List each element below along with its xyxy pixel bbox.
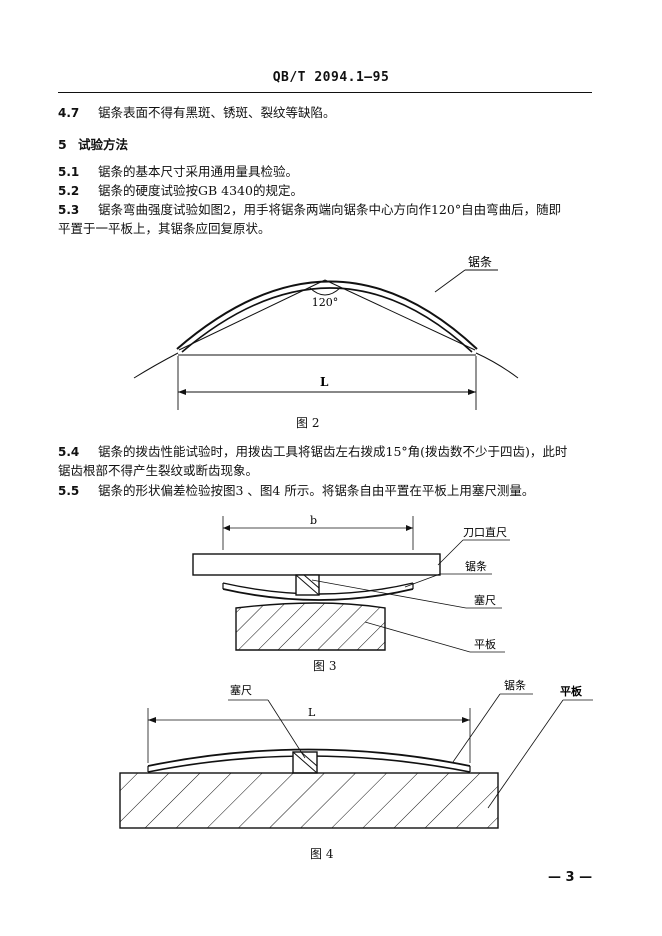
label-blade: 锯条 <box>468 254 492 269</box>
clause-number: 5.5 <box>58 484 80 498</box>
blade-inner-arc <box>181 287 473 353</box>
section-title: 试验方法 <box>78 137 129 152</box>
clause-text-line1: 锯条弯曲强度试验如图2，用手将锯条两端向锯条中心方向作120°自由弯曲后，随即 <box>98 202 562 217</box>
clause-text: 锯条表面不得有黑斑、锈斑、裂纹等缺陷。 <box>98 105 336 120</box>
label-feeler: 塞尺 <box>474 593 496 607</box>
leader-plate <box>487 699 564 809</box>
clause-4-7: 4.7 锯条表面不得有黑斑、锈斑、裂纹等缺陷。 <box>58 104 336 122</box>
label-ruler: 刀口直尺 <box>463 525 507 539</box>
arc-extension-right <box>475 352 519 379</box>
clause-text-line1: 锯条的拨齿性能试验时，用拨齿工具将锯齿左右拨成15°角(拨齿数不少于四齿)，此时 <box>98 444 568 459</box>
blade-lower <box>222 588 414 601</box>
clause-number: 4.7 <box>58 106 80 120</box>
arc-extension-left <box>133 352 179 379</box>
flat-plate <box>119 772 499 829</box>
dim-arrow-left <box>223 525 230 531</box>
blade-outer-arc <box>176 280 478 350</box>
clause-number: 5.2 <box>58 184 80 198</box>
label-dim-b: b <box>310 514 317 527</box>
clause-5-2: 5.2 锯条的硬度试验按GB 4340的规定。 <box>58 182 303 200</box>
leader-plate <box>364 621 471 653</box>
dim-arrow-right <box>406 525 413 531</box>
flat-plate <box>235 602 386 651</box>
dim-arrow-left <box>148 717 156 723</box>
header-rule <box>58 92 592 93</box>
feeler-hatch-2 <box>303 574 320 589</box>
label-dim-L: L <box>320 375 329 389</box>
label-blade: 锯条 <box>504 678 526 692</box>
angle-line-right <box>324 279 476 351</box>
label-plate: 平板 <box>560 684 583 698</box>
clause-number: 5.3 <box>58 203 80 217</box>
clause-5-3: 5.3 锯条弯曲强度试验如图2，用手将锯条两端向锯条中心方向作120°自由弯曲后，… <box>58 201 561 219</box>
blade-upper <box>147 748 471 767</box>
leader-feeler <box>311 579 467 609</box>
dim-arrow-right <box>462 717 470 723</box>
clause-number: 5.4 <box>58 445 80 459</box>
leader-feeler <box>267 699 306 759</box>
feeler-hatch-1 <box>292 751 318 774</box>
figure-3-diagram: b 刀口直尺 锯条 塞尺 平板 <box>192 514 510 653</box>
dim-arrow-right <box>468 389 476 395</box>
clause-5-4-cont: 锯齿根部不得产生裂纹或断齿现象。 <box>58 463 259 478</box>
leader-blade <box>434 269 466 293</box>
clause-5-3-cont: 平置于一平板上，其锯条应回复原状。 <box>58 221 271 236</box>
figure-2-diagram: 锯条 120° L <box>133 254 519 410</box>
leader-blade <box>452 693 501 763</box>
label-feeler: 塞尺 <box>230 683 252 697</box>
section-5-heading: 5 试验方法 <box>58 136 128 154</box>
figure-2-caption: 图 2 <box>296 416 320 430</box>
page-number: — 3 — <box>548 870 593 885</box>
clause-5-1: 5.1 锯条的基本尺寸采用通用量具检验。 <box>58 163 298 181</box>
dim-arrow-left <box>178 389 186 395</box>
label-dim-L: L <box>308 706 316 719</box>
label-plate: 平板 <box>474 637 496 651</box>
feeler-hatch-2 <box>300 751 318 767</box>
clause-number: 5.1 <box>58 165 80 179</box>
clause-text: 锯条的基本尺寸采用通用量具检验。 <box>98 164 299 179</box>
clause-5-4: 5.4 锯条的拨齿性能试验时，用拨齿工具将锯齿左右拨成15°角(拨齿数不少于四齿)… <box>58 443 567 461</box>
clause-text: 锯条的硬度试验按GB 4340的规定。 <box>98 183 303 198</box>
figure-3-caption: 图 3 <box>313 659 337 673</box>
label-blade: 锯条 <box>465 559 487 573</box>
leader-ruler <box>437 539 464 566</box>
angle-arc <box>309 287 341 296</box>
clause-5-5: 5.5 锯条的形状偏差检验按图3 、图4 所示。将锯条自由平置在平板上用塞尺测量。 <box>58 482 534 500</box>
feeler-hatch-1 <box>295 574 320 596</box>
angle-line-left <box>178 279 326 351</box>
figure-4-diagram: L 塞尺 锯条 平板 <box>119 678 593 829</box>
knife-edge-ruler <box>192 553 441 576</box>
label-angle: 120° <box>312 296 339 309</box>
section-number: 5 <box>58 137 67 152</box>
standard-code-header: QB/T 2094.1—95 <box>272 70 390 85</box>
figure-4-caption: 图 4 <box>310 847 334 861</box>
clause-text: 锯条的形状偏差检验按图3 、图4 所示。将锯条自由平置在平板上用塞尺测量。 <box>98 483 535 498</box>
leader-blade <box>404 573 441 588</box>
